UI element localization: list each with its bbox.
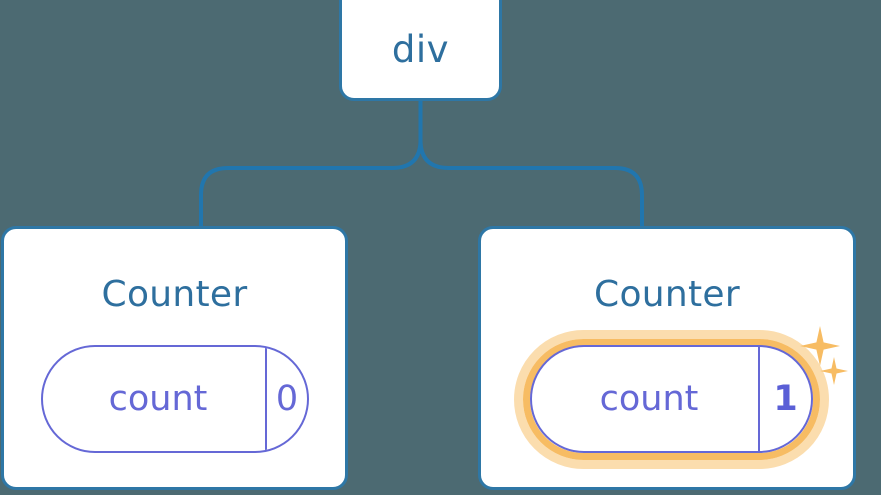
state-pill-count-1[interactable]: count 1: [530, 345, 813, 453]
connector-right-branch: [418, 99, 644, 230]
state-update-highlight: [514, 330, 829, 469]
component-title: Counter: [101, 274, 248, 315]
state-key-label: count: [599, 378, 699, 419]
root-node-label: div: [391, 28, 450, 71]
root-node-div[interactable]: div: [339, 0, 502, 101]
connector-left-branch: [199, 99, 423, 230]
state-value-label: 1: [758, 347, 811, 451]
state-value-label: 0: [265, 347, 307, 451]
highlight-ring-inner: [523, 339, 820, 460]
state-key-label: count: [108, 378, 208, 419]
state-pill-count-0[interactable]: count 0: [41, 345, 309, 453]
highlight-halo-outer: [514, 330, 829, 469]
component-title: Counter: [594, 274, 740, 315]
